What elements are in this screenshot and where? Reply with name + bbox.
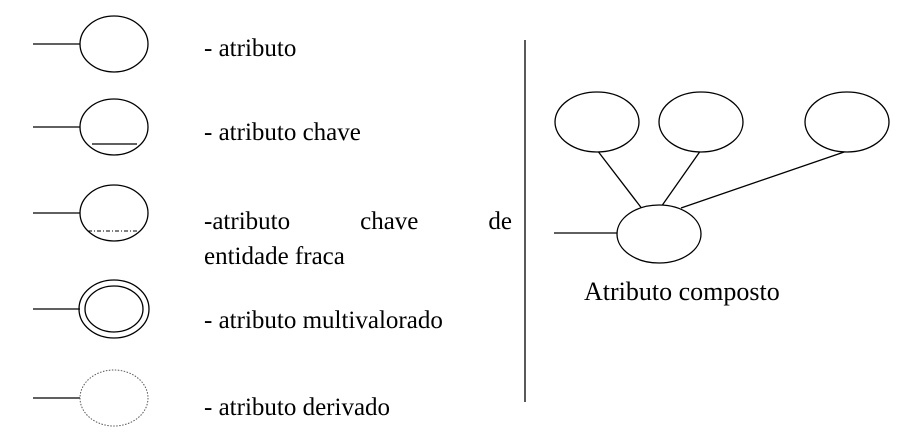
label-atributo-multivalorado: - atributo multivalorado [204,307,443,334]
key-attribute-ellipse [79,98,149,156]
label-atributo-derivado: - atributo derivado [204,394,391,421]
multivalued-outer-ellipse [78,279,150,339]
symbol-atributo-derivado [33,369,149,427]
component-link-1 [596,149,644,211]
component-ellipse-1 [554,91,640,153]
symbol-atributo-chave [33,98,149,156]
label-atributo: - atributo [204,35,297,62]
symbol-atributo [33,15,149,73]
composite-attribute-example [554,91,890,264]
label-word: de [488,208,512,235]
component-link-2 [660,149,702,208]
label-word: -atributo [204,208,291,235]
component-ellipse-3 [804,91,890,153]
label-atributo-chave: - atributo chave [204,119,361,146]
component-ellipse-2 [658,91,744,153]
label-atributo-chave-fraca-line1: -atributo chave de [204,207,512,237]
symbol-atributo-chave-fraca [33,184,149,242]
symbol-atributo-multivalorado [33,279,150,339]
label-atributo-chave-fraca-line2: entidade fraca [204,243,345,270]
composite-ellipse [616,204,702,264]
component-link-3 [680,149,851,209]
composite-caption: Atributo composto [584,277,780,306]
weak-key-attribute-ellipse [79,184,149,242]
derived-attribute-ellipse [79,369,149,427]
attribute-ellipse [79,15,149,73]
multivalued-inner-ellipse [84,285,144,333]
label-word: chave [360,208,419,235]
